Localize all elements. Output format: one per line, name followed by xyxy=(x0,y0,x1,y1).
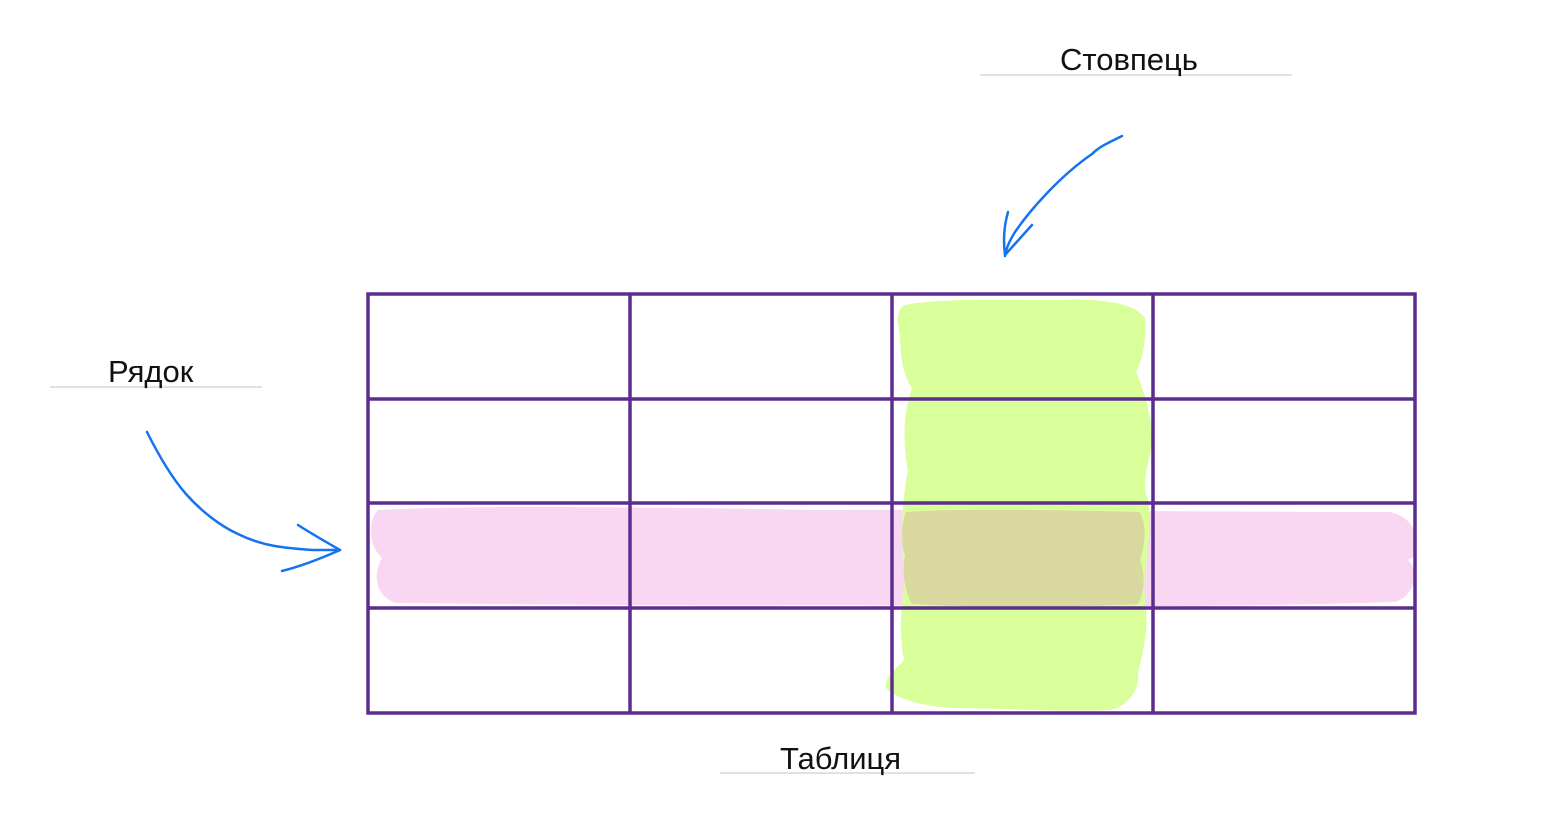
row-arrow-shaft xyxy=(145,430,342,552)
column-arrow-head xyxy=(1002,210,1034,257)
row-arrow-head xyxy=(280,523,342,573)
row-arrow xyxy=(145,430,342,573)
table-label: Таблиця xyxy=(780,741,902,776)
column-highlight xyxy=(885,299,1152,711)
column-arrow-shaft xyxy=(1003,134,1124,258)
row-highlight xyxy=(370,506,1417,607)
column-arrow xyxy=(1002,134,1124,258)
intersection-highlight xyxy=(902,509,1145,607)
table-grid xyxy=(366,292,1417,715)
row-label: Рядок xyxy=(108,354,194,389)
column-label: Стовпець xyxy=(1060,42,1198,77)
